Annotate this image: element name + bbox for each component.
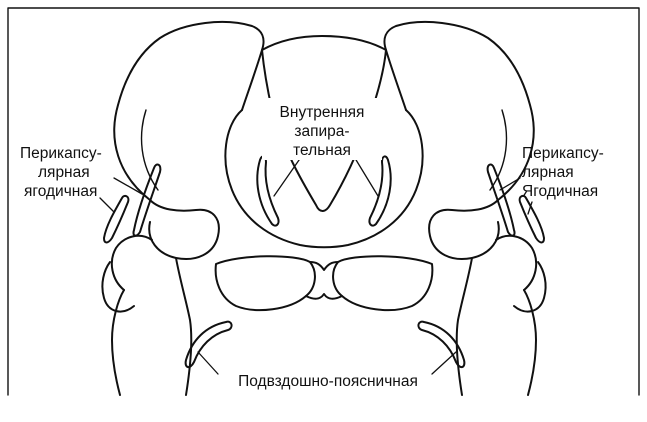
label-internal-obturator: Внутренняя запира- тельная [262, 98, 382, 160]
pubic-symphysis [306, 262, 342, 299]
left-femur [112, 258, 191, 395]
leader-iliopsoas-right [432, 352, 456, 374]
right-internal-obturator-bursa [369, 156, 390, 225]
label-pericapsular-right-line1: Перикапсу- [522, 145, 604, 162]
label-pericapsular-right-line2: лярная [522, 164, 574, 181]
label-internal-obturator-line1: Внутренняя [280, 104, 365, 121]
left-femoral-head [112, 236, 152, 290]
right-obturator-foramen [333, 256, 432, 310]
label-pericapsular-left-line2: лярная [38, 164, 90, 181]
label-internal-obturator-line2: запира- [294, 123, 349, 140]
left-pericapsular-bursa-inner [104, 196, 128, 243]
label-pericapsular-left-line1: Перикапсу- [20, 145, 102, 162]
label-pericapsular-left-line3: ягодичная [24, 183, 97, 200]
right-femur [457, 258, 536, 395]
right-femoral-head [496, 236, 536, 290]
left-iliopsoas-bursa [186, 322, 232, 367]
left-pericapsular-bursa-outer [133, 165, 160, 236]
right-acetabulum [429, 200, 499, 259]
label-pericapsular-gluteal-left: Перикапсу- лярная ягодичная [20, 145, 102, 200]
left-acetabulum [149, 200, 219, 259]
label-pericapsular-right-line3: Ягодичная [522, 183, 598, 200]
leader-iliopsoas-left [198, 352, 218, 374]
leader-pericapsular-left-lower [100, 198, 114, 212]
right-pericapsular-bursa-outer [488, 165, 515, 236]
leader-pericapsular-left-upper [114, 178, 142, 194]
label-iliopsoas: Подвздошно-поясничная [238, 373, 418, 390]
left-obturator-foramen [216, 256, 315, 310]
label-internal-obturator-line3: тельная [293, 142, 351, 159]
left-internal-obturator-bursa [257, 156, 278, 225]
label-pericapsular-gluteal-right: Перикапсу- лярная Ягодичная [522, 145, 604, 200]
